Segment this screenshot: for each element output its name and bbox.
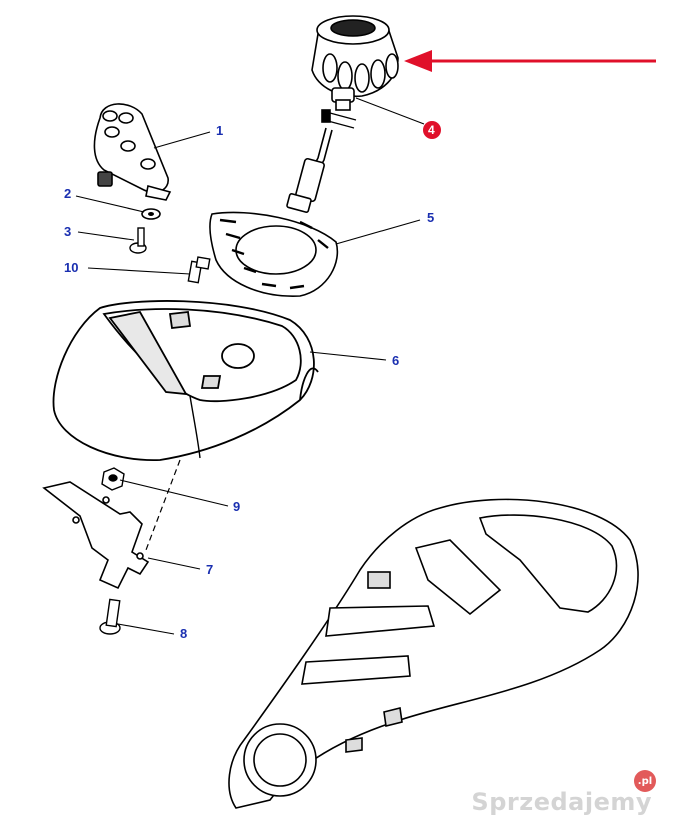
callout-10: 10 <box>64 260 78 275</box>
axis-dashed-line <box>145 459 181 551</box>
dashboard-panel <box>228 498 639 809</box>
part-6-housing <box>52 300 319 461</box>
callout-4-badge: 4 <box>423 121 441 139</box>
callout-6: 6 <box>392 353 399 368</box>
callout-9: 9 <box>233 499 240 514</box>
callout-3: 3 <box>64 224 71 239</box>
watermark-text: Sprzedajemy <box>471 788 652 816</box>
watermark-badge: .pl <box>634 770 656 792</box>
part-4-knob <box>286 15 399 213</box>
highlight-arrow <box>404 50 656 72</box>
part-9-nut <box>101 467 125 491</box>
part-10-bolt <box>187 256 211 284</box>
part-3-screw <box>129 227 147 254</box>
leader-lines <box>75 97 425 635</box>
part-7-bracket <box>42 481 150 590</box>
callout-1: 1 <box>216 123 223 138</box>
callout-2: 2 <box>64 186 71 201</box>
callout-4: 4 <box>428 123 435 137</box>
callout-5: 5 <box>427 210 434 225</box>
part-5-plate <box>209 211 339 297</box>
callout-7: 7 <box>206 562 213 577</box>
callout-8: 8 <box>180 626 187 641</box>
part-8-bolt <box>99 598 121 635</box>
part-1-switch <box>93 103 172 201</box>
